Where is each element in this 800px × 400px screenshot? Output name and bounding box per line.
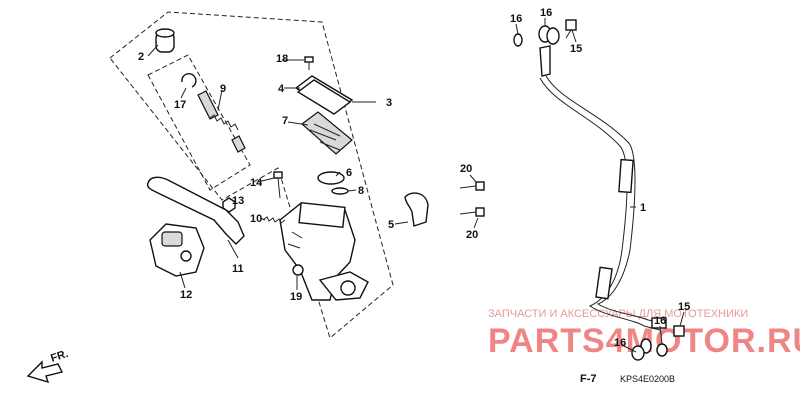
boot-part [155, 28, 175, 53]
o-ring-part [331, 187, 349, 195]
reference-label: F-7 [580, 373, 597, 385]
holder-bolts-part [459, 181, 485, 217]
callout-17: 17 [174, 99, 186, 111]
screw-part [304, 56, 314, 70]
callout-16-top-left: 16 [510, 13, 522, 25]
clutch-hose-part [539, 45, 667, 331]
callout-16-top-right: 16 [540, 7, 552, 19]
lower-banjo-fittings [631, 325, 685, 361]
watermark-tagline: ЗАПЧАСТИ И АКСЕССУАРЫ ДЛЯ МОТОТЕХНИКИ [488, 308, 748, 320]
callout-10: 10 [250, 213, 262, 225]
master-cylinder-assembly-outline [109, 11, 394, 339]
lever-part [146, 176, 245, 245]
callout-15-top: 15 [570, 43, 582, 55]
callout-2: 2 [138, 51, 144, 63]
callout-16-bottom-right: 16 [654, 315, 666, 327]
callout-15-bottom: 15 [678, 301, 690, 313]
callout-20-upper: 20 [460, 163, 472, 175]
callout-18: 18 [276, 53, 288, 65]
circlip-part [181, 73, 197, 88]
callout-11: 11 [232, 263, 244, 275]
callout-4: 4 [278, 83, 285, 95]
body-bolt-part [292, 264, 304, 276]
piston-set-outline [147, 54, 251, 191]
callout-labels: 2 17 9 18 4 3 7 6 8 14 13 10 5 11 12 19 … [138, 7, 690, 349]
front-marker-label: FR. [49, 348, 70, 365]
callout-6: 6 [346, 167, 352, 179]
spring-part [262, 216, 286, 224]
callout-8: 8 [358, 185, 364, 197]
callout-1: 1 [640, 202, 646, 214]
diagram-code: KPS4E0200B [620, 374, 675, 384]
diaphragm-part [301, 111, 353, 155]
front-direction-arrow-icon: FR. [26, 348, 70, 384]
leader-lines [147, 18, 685, 353]
pivot-bolt-part [273, 171, 283, 199]
diaphragm-ring-part [317, 171, 345, 185]
callout-9: 9 [220, 83, 226, 95]
upper-banjo-fittings [513, 19, 577, 47]
callout-12: 12 [180, 289, 192, 301]
callout-20-lower: 20 [466, 229, 478, 241]
holder-clamp-part [404, 192, 429, 227]
piston-set-part [197, 90, 246, 153]
reservoir-cap-part [294, 75, 354, 115]
callout-14: 14 [250, 177, 263, 189]
callout-13: 13 [232, 195, 244, 207]
master-cylinder-body [279, 201, 369, 301]
callout-19: 19 [290, 291, 302, 303]
switch-housing-part [149, 223, 205, 277]
callout-3: 3 [386, 97, 392, 109]
callout-5: 5 [388, 219, 394, 231]
callout-7: 7 [282, 115, 288, 127]
callout-16-bottom-left: 16 [614, 337, 626, 349]
